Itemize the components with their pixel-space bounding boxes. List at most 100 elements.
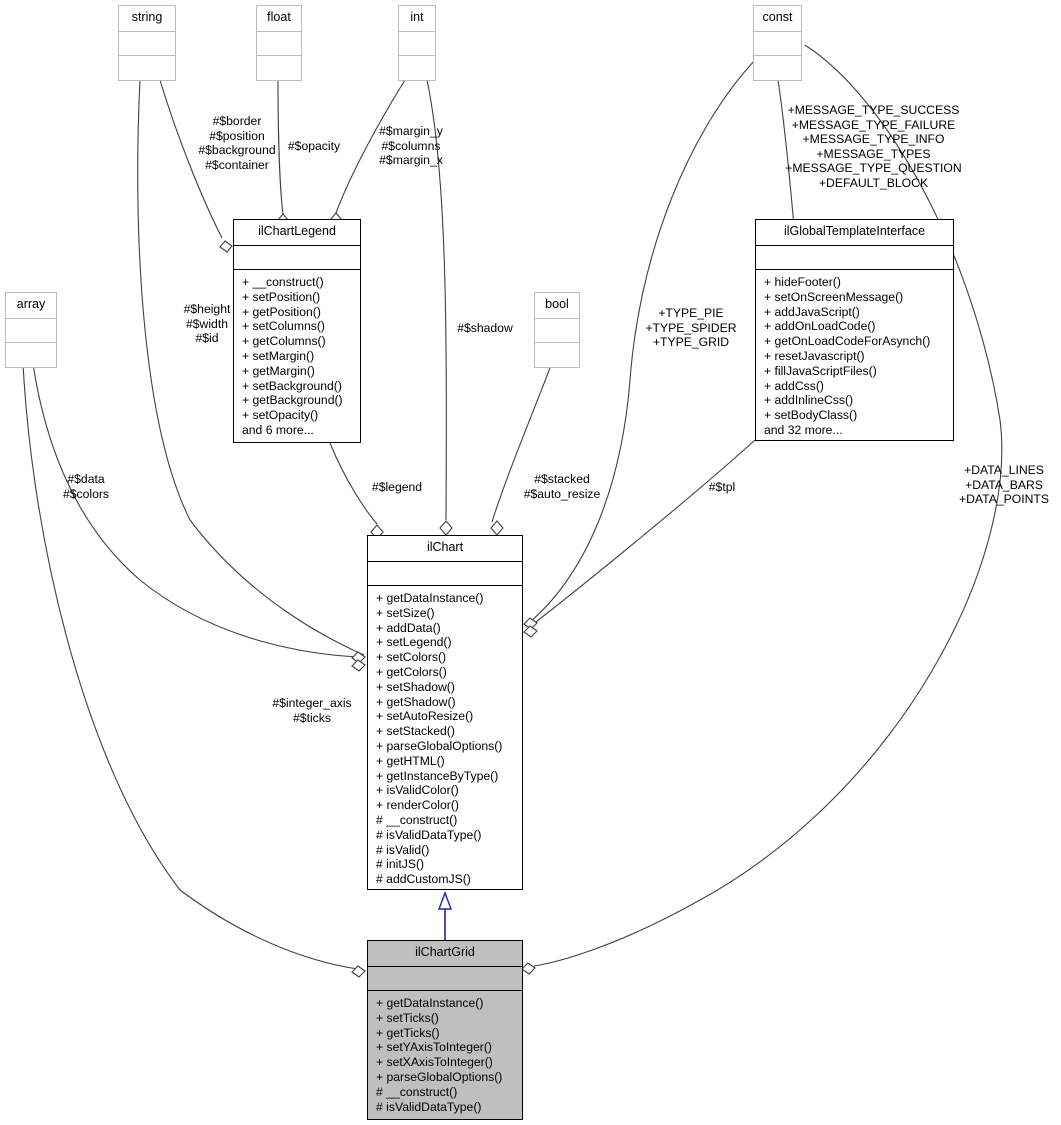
operation-entry: + resetJavascript() (764, 348, 865, 363)
operation-entry: # addCustomJS() (376, 872, 471, 887)
operation-entry: # isValidDataType() (376, 827, 482, 842)
operation-entry: + setShadow() (376, 679, 455, 694)
node-float-title: float (257, 6, 301, 32)
node-float[interactable]: float (256, 5, 302, 81)
node-const-operations (754, 56, 801, 80)
edge-label-tpl-to-chart: #$tpl (708, 480, 736, 494)
node-array-title: array (6, 293, 56, 319)
operation-entry: + setSize() (376, 605, 435, 620)
node-ilglobaltemplateinterface-operations: + hideFooter()+ setOnScreenMessage()+ ad… (756, 270, 953, 443)
inheritance-edge-chartgrid-to-chart (437, 891, 453, 940)
edge-label-string-to-legend: #$border #$position #$background #$conta… (198, 114, 276, 172)
operation-entry: + setBodyClass() (764, 408, 858, 423)
node-ilchartgrid-operations: + getDataInstance()+ setTicks()+ getTick… (368, 991, 522, 1120)
operation-entry: + setStacked() (376, 724, 455, 739)
operation-entry: + setXAxisToInteger() (376, 1055, 493, 1070)
operation-entry: + addCss() (764, 378, 824, 393)
operation-entry: + getDataInstance() (376, 996, 484, 1010)
edge-label-int-to-legend: #$margin_y #$columns #$margin_x (379, 124, 443, 168)
node-ilglobaltemplateinterface[interactable]: ilGlobalTemplateInterface + hideFooter()… (755, 219, 954, 441)
operation-entry: and 6 more... (242, 422, 314, 437)
operation-entry: + addInlineCss() (764, 393, 854, 408)
edge-gti-chart (531, 439, 756, 626)
operation-entry: + setColors() (376, 650, 447, 665)
operation-entry: # isValid() (376, 842, 430, 857)
node-ilchart[interactable]: ilChart + getDataInstance()+ setSize()+ … (367, 535, 523, 890)
operation-entry: + getPosition() (242, 304, 321, 319)
operation-entry: + setTicks() (376, 1010, 439, 1025)
edge-label-array-to-chart: #$data #$colors (62, 472, 110, 501)
node-ilglobaltemplateinterface-title: ilGlobalTemplateInterface (756, 220, 953, 246)
edge-label-const-to-gti: +MESSAGE_TYPE_SUCCESS +MESSAGE_TYPE_FAIL… (785, 103, 962, 190)
node-ilchartgrid[interactable]: ilChartGrid + getDataInstance()+ setTick… (367, 940, 523, 1120)
operation-entry: + setPosition() (242, 289, 321, 304)
operation-entry: + fillJavaScriptFiles() (764, 363, 877, 378)
operation-entry: + parseGlobalOptions() (376, 738, 503, 753)
operation-entry: + getInstanceByType() (376, 768, 499, 783)
node-array-operations (6, 343, 56, 367)
edge-label-float-to-legend: #$opacity (287, 139, 341, 153)
operation-entry: + getOnLoadCodeForAsynch() (764, 334, 931, 349)
operation-entry: + getShadow() (376, 694, 456, 709)
operation-entry: + addJavaScript() (764, 304, 860, 319)
operation-entry: + setAutoResize() (376, 709, 474, 724)
node-int[interactable]: int (398, 5, 436, 81)
operation-entry: + addOnLoadCode() (764, 319, 876, 334)
operation-entry: # initJS() (376, 857, 425, 872)
operation-entry: + getDataInstance() (376, 591, 484, 605)
operation-entry: + setMargin() (242, 348, 315, 363)
node-string-attributes (119, 32, 175, 56)
operation-entry: + setOnScreenMessage() (764, 289, 904, 304)
operation-entry: # __construct() (376, 1084, 458, 1099)
node-string-operations (119, 56, 175, 80)
node-string-title: string (119, 6, 175, 32)
node-const[interactable]: const (753, 5, 802, 81)
node-ilglobaltemplateinterface-attributes (756, 246, 953, 270)
node-ilchartgrid-title: ilChartGrid (368, 941, 522, 967)
operation-entry: + setLegend() (376, 635, 452, 650)
operation-entry: + setOpacity() (242, 408, 319, 423)
node-int-operations (399, 56, 435, 80)
node-bool[interactable]: bool (534, 292, 580, 368)
node-ilchartlegend-operations: + __construct()+ setPosition()+ getPosit… (234, 270, 360, 443)
operation-entry: + getHTML() (376, 753, 445, 768)
edge-label-const-to-chart: +TYPE_PIE +TYPE_SPIDER +TYPE_GRID (645, 306, 737, 350)
node-bool-title: bool (535, 293, 579, 319)
operation-entry: + getColors() (376, 664, 447, 679)
node-ilchart-title: ilChart (368, 536, 522, 562)
node-bool-attributes (535, 319, 579, 343)
node-const-title: const (754, 6, 801, 32)
node-float-attributes (257, 32, 301, 56)
node-float-operations (257, 56, 301, 80)
operation-entry: + getMargin() (242, 363, 315, 378)
edge-label-const-to-grid: +DATA_LINES +DATA_BARS +DATA_POINTS (959, 463, 1049, 507)
operation-entry: + getBackground() (242, 393, 343, 408)
operation-entry: + renderColor() (376, 798, 459, 813)
operation-entry: + setYAxisToInteger() (376, 1040, 492, 1055)
node-ilchartlegend-attributes (234, 246, 360, 270)
node-ilchart-operations: + getDataInstance()+ setSize()+ addData(… (368, 586, 522, 892)
operation-entry: + parseGlobalOptions() (376, 1069, 503, 1084)
node-ilchartlegend-title: ilChartLegend (234, 220, 360, 246)
operation-entry: + setBackground() (242, 378, 342, 393)
node-ilchartgrid-attributes (368, 967, 522, 991)
edge-label-int-to-chart: #$shadow (457, 321, 513, 335)
node-array-attributes (6, 319, 56, 343)
node-ilchart-attributes (368, 562, 522, 586)
operation-entry: # __construct() (376, 812, 458, 827)
node-string[interactable]: string (118, 5, 176, 81)
operation-entry: + isValidColor() (376, 783, 459, 798)
node-ilchartlegend[interactable]: ilChartLegend + __construct()+ setPositi… (233, 219, 361, 443)
operation-entry: + setColumns() (242, 319, 325, 334)
edge-label-string-to-chart: #$height #$width #$id (183, 302, 231, 346)
node-int-title: int (399, 6, 435, 32)
node-array[interactable]: array (5, 292, 57, 368)
operation-entry: + getColumns() (242, 334, 326, 349)
edge-label-bool-to-chart: #$stacked #$auto_resize (523, 472, 601, 501)
operation-entry: + getTicks() (376, 1025, 440, 1040)
operation-entry: + hideFooter() (764, 275, 841, 289)
operation-entry: # isValidDataType() (376, 1099, 482, 1114)
operation-entry: + __construct() (242, 275, 324, 289)
edge-label-array-to-grid: #$integer_axis #$ticks (272, 696, 352, 725)
